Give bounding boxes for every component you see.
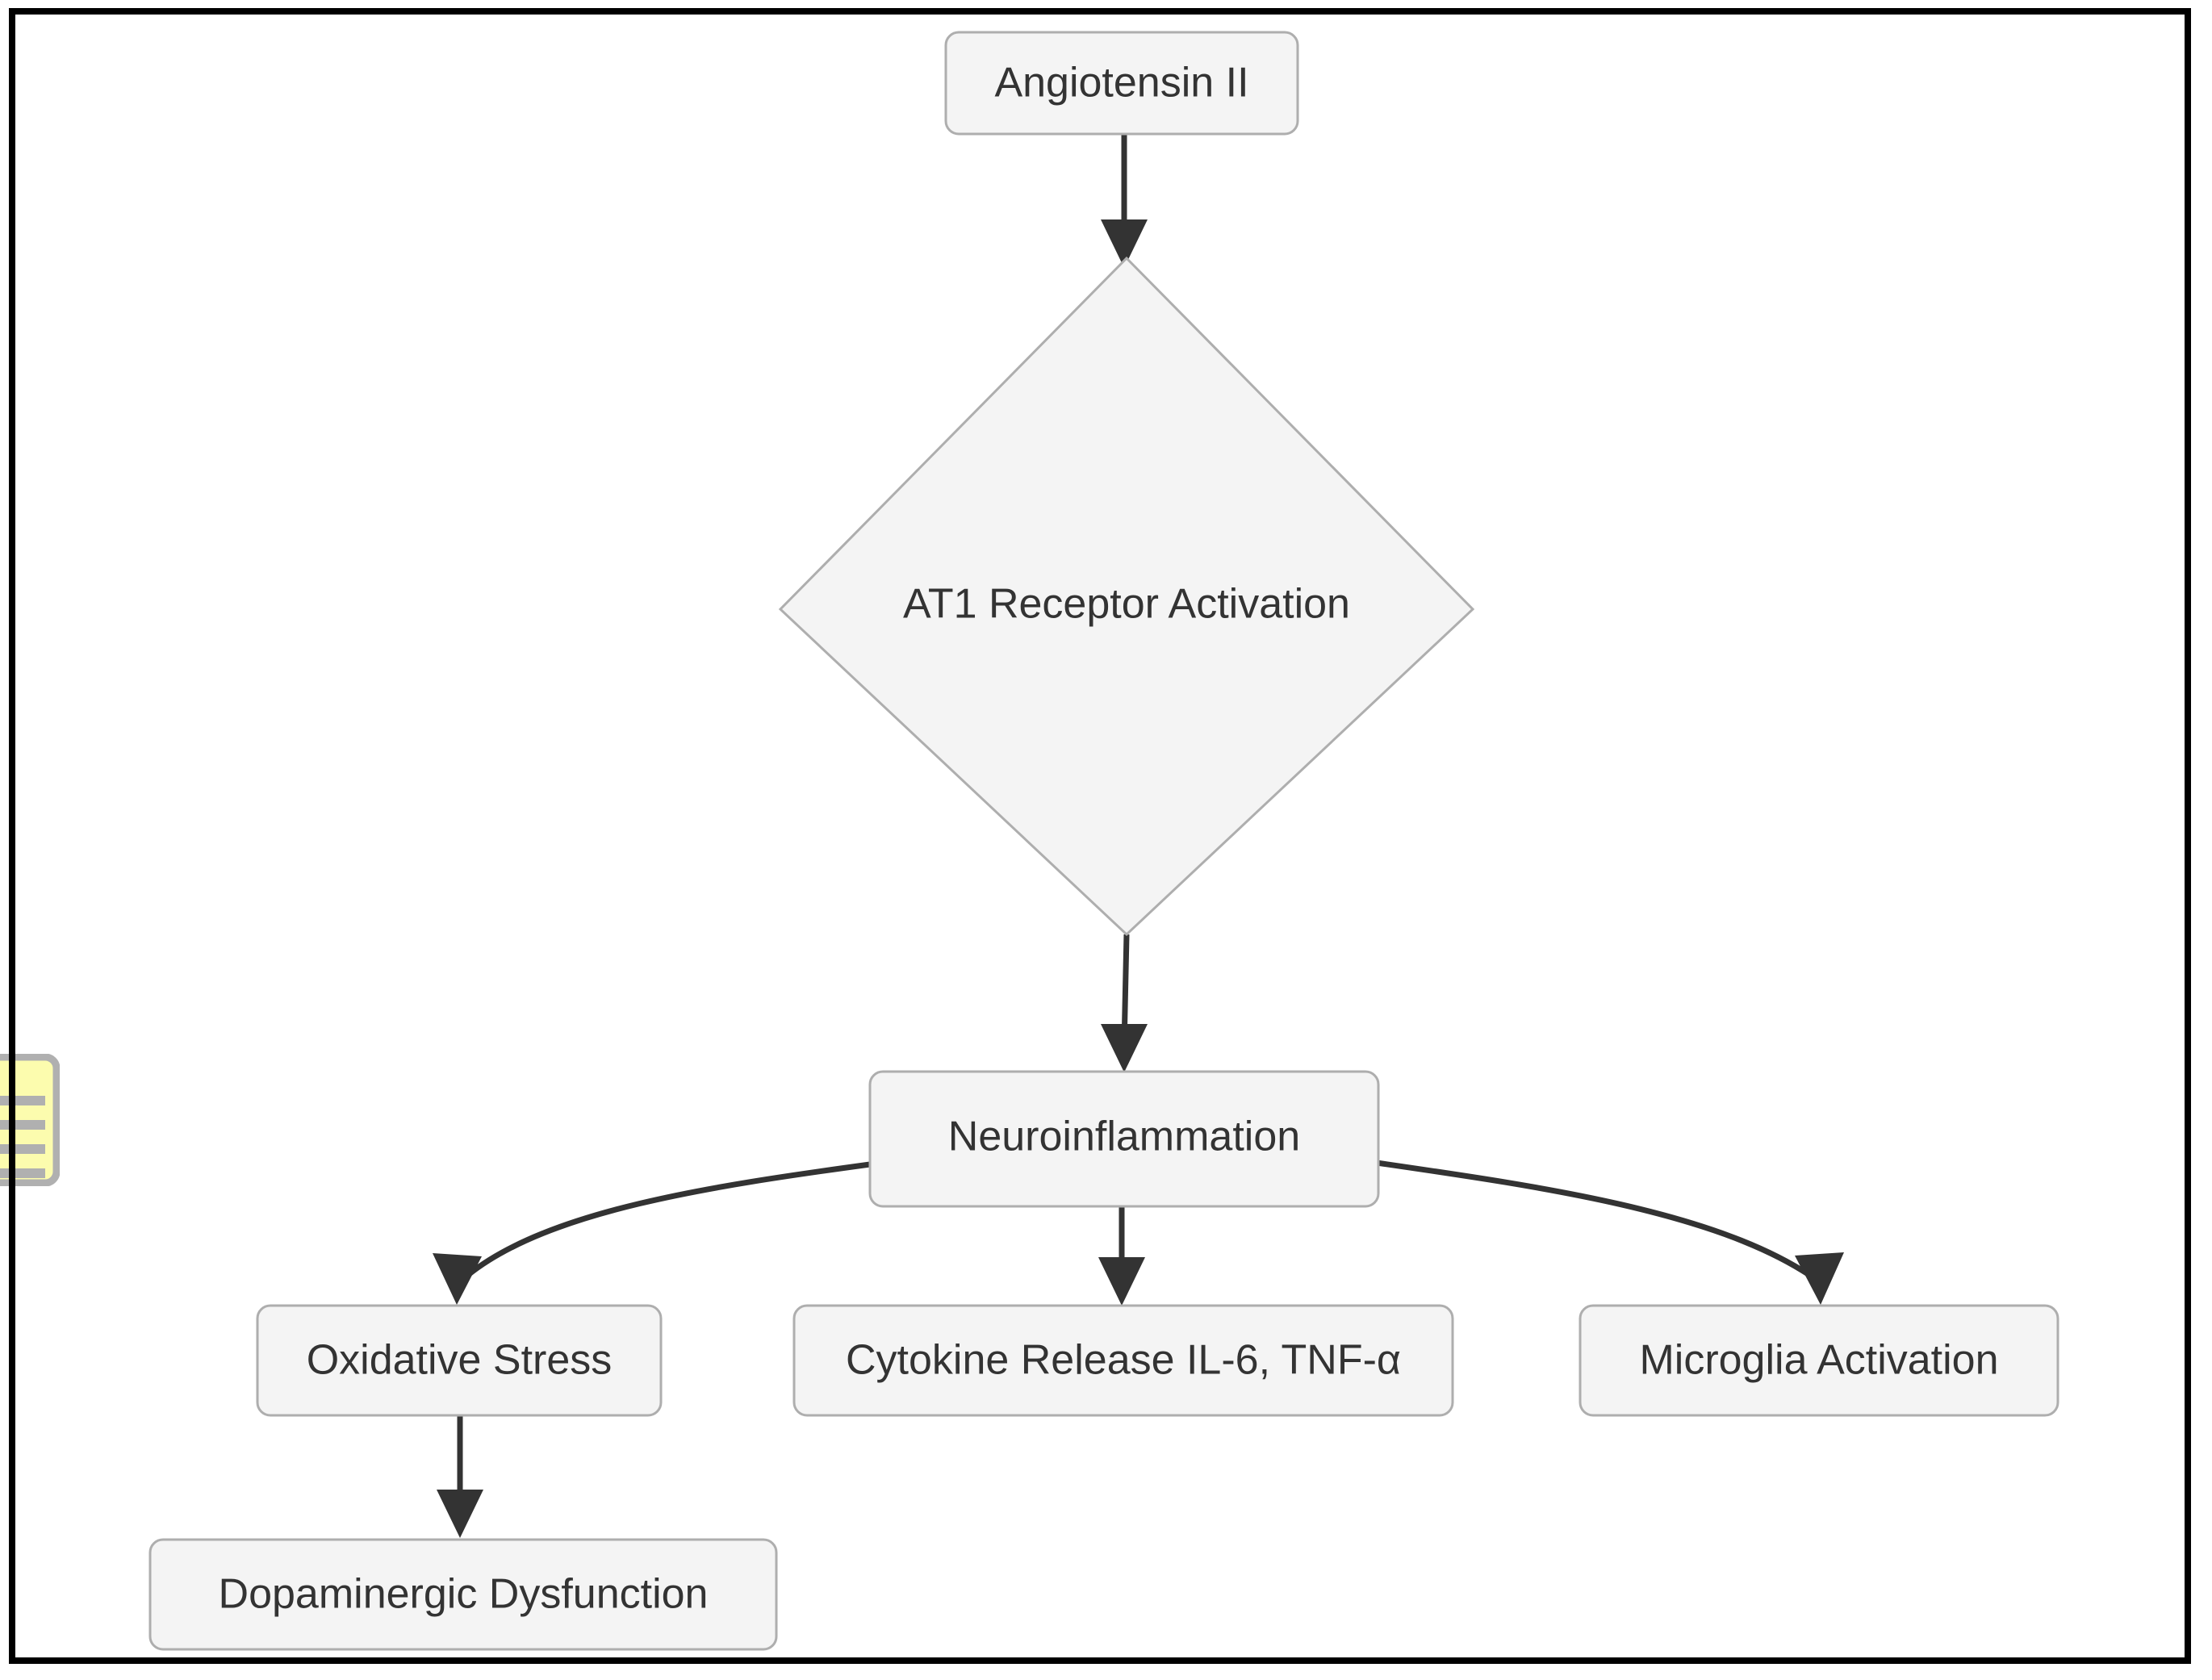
node-shape-rounded-rect (868, 1070, 1380, 1208)
node-label-dopaminergic-dysfunction: Dopaminergic Dysfunction (219, 1571, 709, 1618)
node-shape-rounded-rect (148, 1538, 778, 1651)
edge-neuro-to-oxidative[interactable] (433, 1161, 871, 1305)
node-label-angiotensin-ii: Angiotensin II (994, 60, 1248, 107)
node-angiotensin-ii[interactable]: Angiotensin II (944, 31, 1299, 136)
node-label-at1-receptor-activation: AT1 Receptor Activation (903, 581, 1350, 628)
node-shape-rounded-rect (944, 31, 1299, 136)
edge-at1-to-neuroinflammation[interactable] (1101, 934, 1148, 1072)
node-neuroinflammation[interactable]: Neuroinflammation (868, 1070, 1380, 1208)
note-icon-line-2 (0, 1120, 45, 1130)
edge-neuro-to-cytokine[interactable] (1098, 1206, 1145, 1306)
nodes-layer: Angiotensin II AT1 Receptor Activation N… (148, 31, 2059, 1651)
node-oxidative-stress[interactable]: Oxidative Stress (256, 1304, 663, 1417)
node-label-cytokine-release: Cytokine Release IL-6, TNF-α (846, 1337, 1401, 1384)
node-dopaminergic-dysfunction[interactable]: Dopaminergic Dysfunction (148, 1538, 778, 1651)
node-cytokine-release[interactable]: Cytokine Release IL-6, TNF-α (792, 1304, 1454, 1417)
note-icon-line-3 (0, 1144, 45, 1154)
node-shape-rounded-rect (1579, 1304, 2059, 1417)
node-at1-receptor-activation[interactable]: AT1 Receptor Activation (778, 256, 1475, 937)
arrowhead-icon (433, 1253, 482, 1305)
note-icon[interactable] (0, 1054, 60, 1186)
node-shape-rounded-rect (792, 1304, 1454, 1417)
arrowhead-icon (1101, 1024, 1148, 1072)
node-shape-rounded-rect (256, 1304, 663, 1417)
edge-neuro-to-microglia[interactable] (1376, 1160, 1844, 1305)
arrowhead-icon (437, 1490, 483, 1538)
node-shape-diamond (778, 256, 1475, 937)
note-icon-line-1 (0, 1096, 45, 1105)
edges-layer (433, 135, 1844, 1538)
arrowhead-icon (1795, 1252, 1844, 1305)
node-microglia-activation[interactable]: Microglia Activation (1579, 1304, 2059, 1417)
arrowhead-icon (1098, 1257, 1145, 1306)
node-label-microglia-activation: Microglia Activation (1639, 1337, 1998, 1384)
note-icon-line-4 (0, 1168, 45, 1178)
node-label-neuroinflammation: Neuroinflammation (948, 1114, 1300, 1160)
edge-oxidative-to-dopaminergic[interactable] (437, 1415, 483, 1538)
edge-angiotensin-to-at1[interactable] (1101, 135, 1148, 268)
arrowhead-icon (1101, 219, 1148, 268)
node-label-oxidative-stress: Oxidative Stress (307, 1337, 613, 1384)
